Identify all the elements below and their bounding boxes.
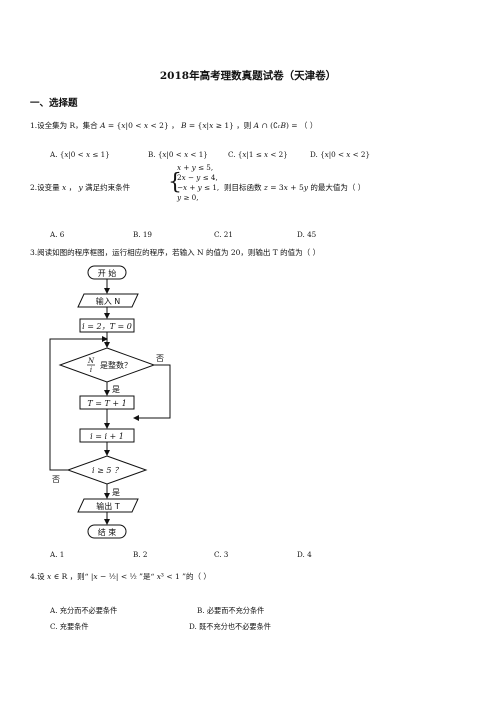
- q4-stem: 4.设 𝑥 ∈ R ，则“ |𝑥 − ½| < ½ ”是“ 𝑥³ < 1 ”的（…: [30, 572, 211, 581]
- q4-option-a: A. 充分而不必要条件: [50, 606, 118, 615]
- q2-option-d: D. 45: [297, 230, 317, 239]
- flow-no1-label: 否: [156, 354, 164, 363]
- q2-stem-left: 2.设变量 𝑥 ， 𝑦 满足约束条件: [30, 183, 131, 192]
- flow-update-t-label: T = T + 1: [87, 399, 126, 408]
- q2-option-c: C. 21: [214, 230, 233, 239]
- q3-flowchart: 开 始 输入 N i = 2，T = 0 N i 是整数？ 否 是 T = T …: [49, 265, 171, 539]
- flow-yes1-label: 是: [112, 385, 120, 394]
- q4-option-d: D. 既不充分也不必要条件: [189, 622, 271, 631]
- q3-option-a: A. 1: [50, 550, 65, 559]
- q1-option-a: A. {𝑥|0 < 𝑥 ≤ 1}: [50, 150, 110, 159]
- q3-stem: 3.阅读如图的程序框图，运行相应的程序，若输入 N 的值为 20，则输出 T 的…: [30, 248, 321, 257]
- q3-option-b: B. 2: [133, 550, 148, 559]
- flow-yes2-label: 是: [112, 488, 120, 497]
- q3-option-d: D. 4: [297, 550, 312, 559]
- flow-input-box: [77, 293, 139, 308]
- flow-end-terminal: [87, 524, 127, 539]
- q1-stem: 1.设全集为 R，集合 𝐴 = {𝑥|0 < 𝑥 < 2} ， 𝐵 = {𝑥|𝑥…: [30, 121, 318, 130]
- flow-update-i-label: i = i + 1: [90, 432, 124, 441]
- q2-option-b: B. 19: [133, 230, 152, 239]
- flow-output-label: 输出 T: [96, 501, 120, 511]
- q2-option-a: A. 6: [50, 230, 65, 239]
- q3-option-c: C. 3: [214, 550, 229, 559]
- flow-start-label: 开 始: [98, 268, 117, 278]
- q1-option-c: C. {𝑥|1 ≤ 𝑥 < 2}: [228, 150, 288, 159]
- flow-end-label: 结 束: [98, 527, 117, 537]
- q2-constraint-1: 𝑥 + 𝑦 ≤ 5,: [177, 163, 214, 172]
- flow-decision1-label: 是整数？: [100, 360, 132, 370]
- flow-frac-bottom: i: [90, 366, 92, 374]
- q2-brace: {: [168, 170, 182, 195]
- q2-constraint-4: 𝑦 ≥ 0,: [177, 193, 199, 202]
- q1-option-b: B. {𝑥|0 < 𝑥 < 1}: [148, 150, 208, 159]
- page-title: 2018年高考理数真题试卷（天津卷）: [159, 70, 337, 82]
- q4-option-c: C. 充要条件: [50, 622, 89, 631]
- flow-input-label: 输入 N: [96, 296, 121, 306]
- flow-init-label: i = 2，T = 0: [82, 322, 132, 331]
- flow-decision2-label: i ≥ 5 ？: [92, 466, 122, 475]
- q1-option-d: D. {𝑥|0 < 𝑥 < 2}: [310, 150, 371, 159]
- flow-no2-label: 否: [52, 475, 60, 484]
- flow-output-box: [77, 498, 139, 513]
- section-heading: 一、选择题: [30, 98, 78, 109]
- q2-stem-right: 则目标函数 𝑧 = 3𝑥 + 5𝑦 的最大值为（ ）: [224, 183, 366, 192]
- q2-constraint-2: 2𝑥 − 𝑦 ≤ 4,: [177, 173, 218, 182]
- flow-frac-top: N: [87, 357, 95, 365]
- q4-option-b: B. 必要而不充分条件: [197, 606, 265, 615]
- q2-constraint-3: −𝑥 + 𝑦 ≤ 1,: [177, 183, 220, 192]
